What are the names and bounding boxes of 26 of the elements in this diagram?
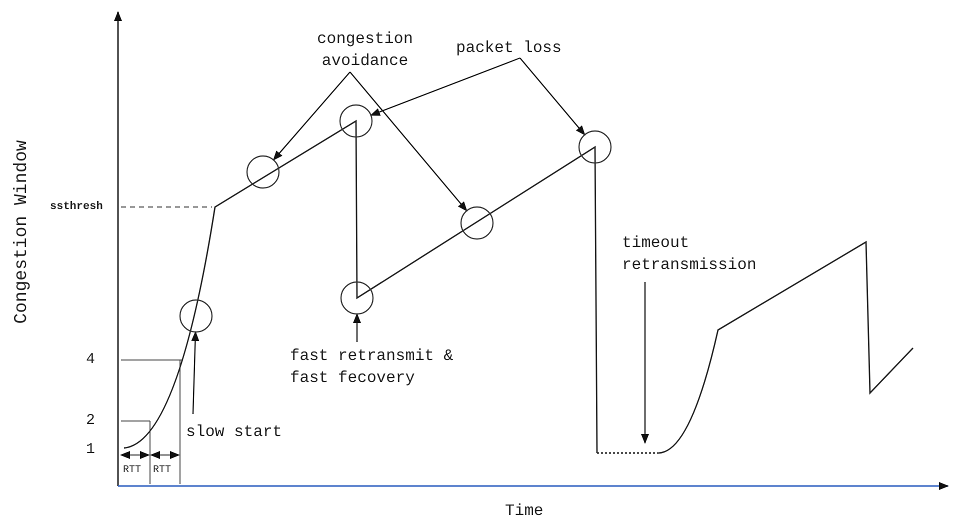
axis-title: Time [505,502,544,520]
annotation-label: timeout retransmission [622,232,772,276]
annotation-label: packet loss [456,37,562,59]
arrow [350,72,468,212]
dimension-label: RTT [123,465,142,476]
arrow [191,331,200,414]
highlight-circle [246,155,280,189]
tick-label: 2 [86,412,96,429]
threshold-label: ssthresh [50,201,103,213]
highlight-circle [340,281,374,315]
highlight-circle [179,299,213,333]
tick-label: 1 [86,441,96,458]
arrow [353,313,361,342]
highlight-circle [339,104,373,138]
highlight-circle [460,206,494,240]
highlight-circle [578,130,612,164]
arrow [641,282,649,444]
arrow [370,57,520,116]
axis-title: Congestion Window [12,140,32,324]
tick-label: 4 [86,351,96,368]
annotation-label: congestion avoidance [305,28,425,72]
annotation-label: slow start [186,421,282,443]
arrow [272,72,350,161]
arrow [520,58,586,136]
annotation-label: fast retransmit & fast fecovery [290,345,460,389]
dimension-label: RTT [153,465,172,476]
